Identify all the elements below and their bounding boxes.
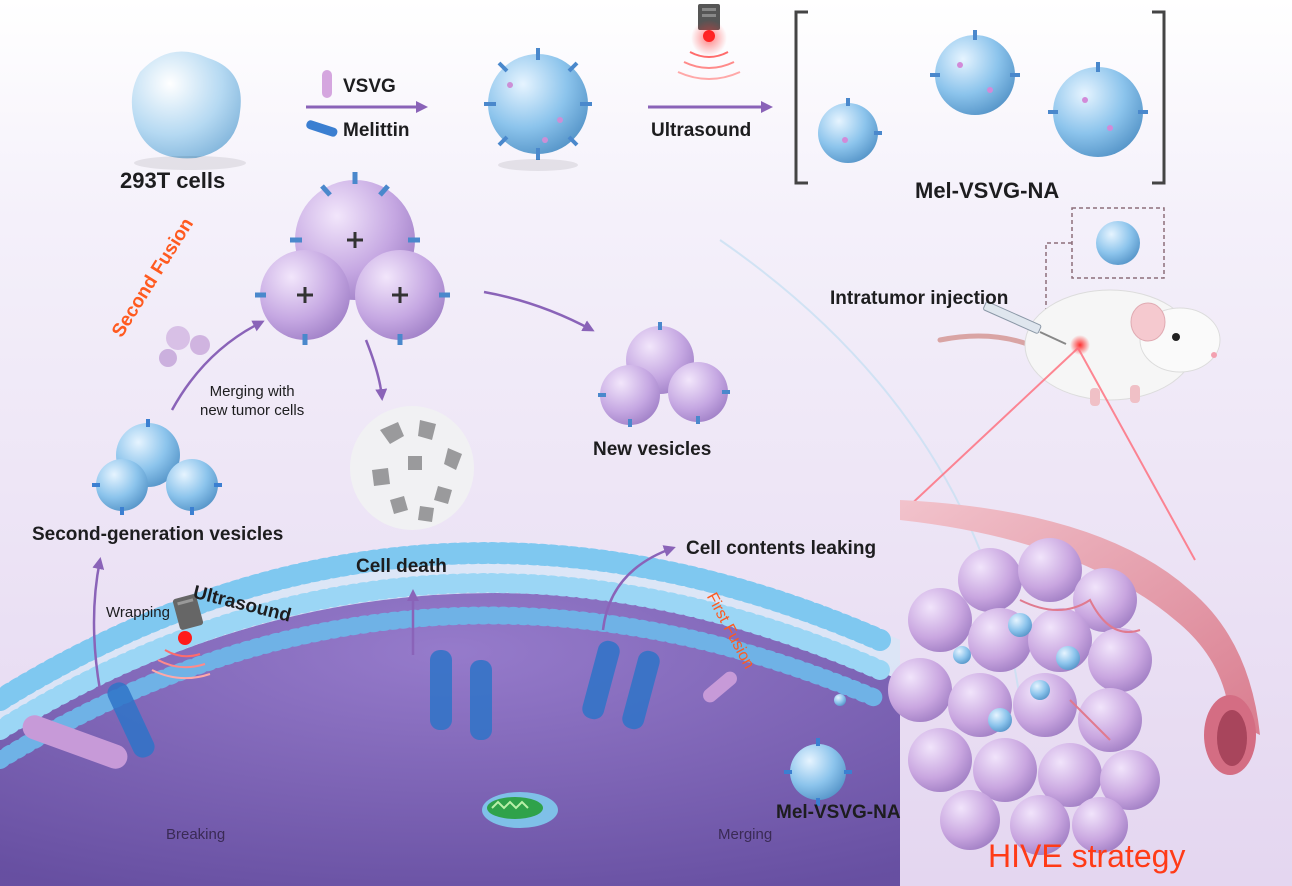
arrow-leaking — [601, 545, 676, 631]
label-hive-strategy: HIVE strategy — [988, 838, 1186, 874]
label-breaking: Breaking — [166, 826, 226, 843]
arrow-second-fusion — [170, 320, 265, 411]
label-merging: Merging — [718, 826, 773, 843]
fusion-fragments — [159, 326, 210, 367]
second-generation-vesicles-cluster — [92, 419, 222, 515]
syringe-icon — [983, 301, 1067, 345]
label-vsvg: VSVG — [343, 76, 396, 97]
label-cell-contents-leaking: Cell contents leaking — [686, 538, 877, 559]
mitochondrion-icon — [482, 792, 558, 828]
label-intratumor-injection: Intratumor injection — [830, 288, 1009, 309]
process-arrows — [92, 290, 676, 691]
arrow-to-new-vesicles — [483, 290, 595, 332]
label-melittin: Melittin — [343, 120, 410, 141]
arrow-wrapping — [92, 557, 105, 691]
label-mel-vsvg-na-bottom: Mel-VSVG-NA — [776, 802, 901, 823]
arrow-to-cell-death — [364, 339, 388, 401]
engineered-cell — [484, 48, 592, 171]
label-wrapping: Wrapping — [106, 604, 170, 621]
label-cell-death: Cell death — [356, 556, 447, 577]
fused-vesicles — [255, 172, 450, 345]
product-bracket — [794, 10, 1166, 185]
blood-vessel — [900, 500, 1260, 775]
new-vesicles-cluster — [598, 322, 730, 427]
label-mel-vsvg-na-top: Mel-VSVG-NA — [915, 178, 1060, 203]
vsvg-glyph — [322, 70, 332, 98]
label-ultrasound-top: Ultrasound — [651, 120, 752, 141]
label-new-vesicles: New vesicles — [593, 439, 712, 460]
laser-beams — [904, 347, 1196, 561]
label-293t-cells: 293T cells — [120, 168, 226, 193]
mel-vsvg-na-vesicle-bottom — [784, 694, 852, 806]
melittin-glyph — [306, 120, 338, 137]
mouse-icon — [937, 289, 1221, 406]
label-merging-new-tumor: Merging with new tumor cells — [200, 383, 305, 419]
tumor-cluster — [888, 538, 1160, 855]
inset-box — [1045, 207, 1165, 318]
ultrasound-probe-icon — [677, 4, 741, 80]
tumor-cell-membrane — [0, 542, 900, 886]
ultrasound-probe-icon — [151, 594, 211, 680]
cell-293t — [131, 51, 246, 170]
dead-cell — [350, 406, 474, 530]
label-second-generation-vesicles: Second-generation vesicles — [32, 524, 284, 545]
